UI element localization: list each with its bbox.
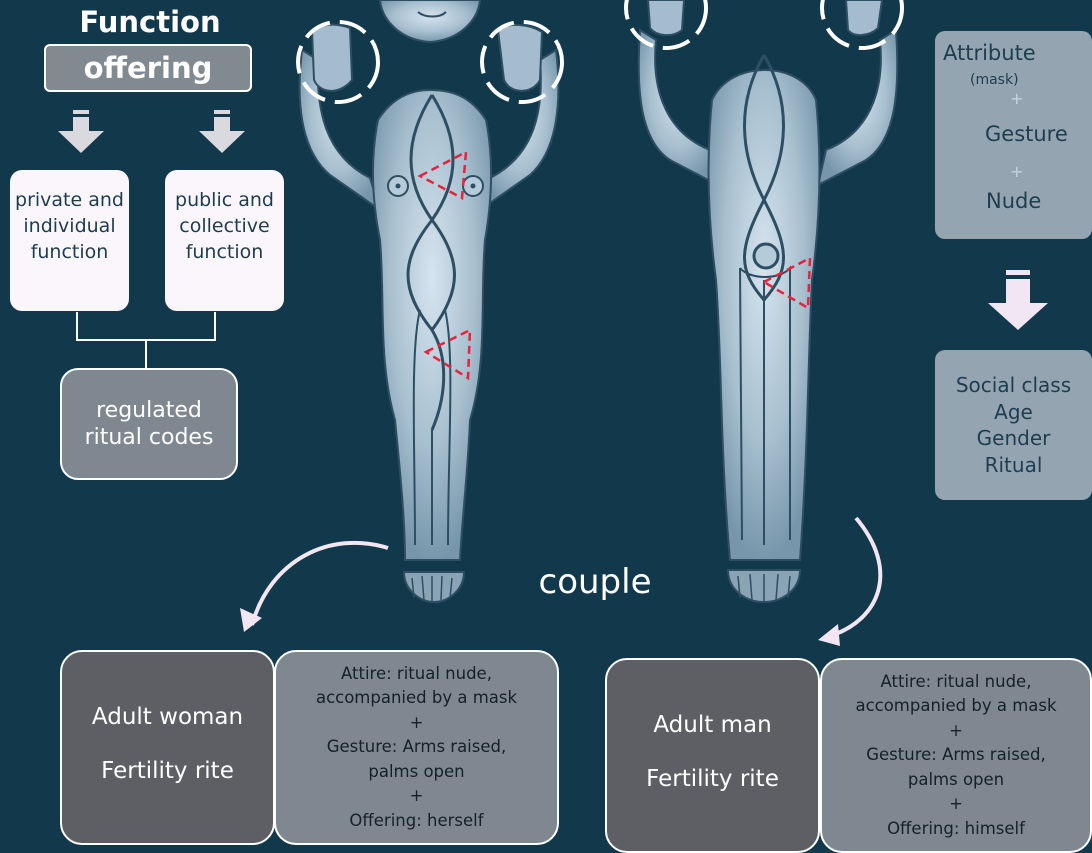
- woman-title: Adult woman: [62, 704, 273, 730]
- female-figure: [298, 0, 562, 602]
- legend-panel: Attribute (mask) + Gesture + Nude: [935, 31, 1092, 239]
- down-arrow-right-icon: [199, 110, 245, 153]
- man-desc-line: +: [855, 719, 1056, 744]
- legend-nude: Nude: [986, 189, 1041, 213]
- man-desc-line: Gesture: Arms raised,: [855, 743, 1056, 768]
- public-function-text: public and collective function: [165, 187, 284, 265]
- woman-desc-line: Offering: herself: [316, 809, 517, 834]
- woman-desc-line: accompanied by a mask: [316, 686, 517, 711]
- bracket-connector: [77, 312, 215, 368]
- legend-mask: (mask): [970, 72, 1019, 88]
- curved-arrow-right-icon: [818, 518, 880, 646]
- curved-arrow-left-icon: [240, 543, 388, 632]
- woman-desc-line: palms open: [316, 760, 517, 785]
- woman-desc-line: Gesture: Arms raised,: [316, 735, 517, 760]
- offering-label: offering: [44, 44, 252, 92]
- social-line-gender: Gender: [956, 425, 1071, 452]
- legend-plus-1: +: [1010, 89, 1023, 108]
- down-arrow-left-icon: [58, 110, 104, 153]
- private-function-box: private and individual function: [10, 170, 129, 311]
- man-rite: Fertility rite: [607, 766, 818, 792]
- regulated-ritual-codes-text: regulated ritual codes: [80, 397, 218, 451]
- male-figure: [626, 0, 902, 602]
- legend-plus-2: +: [1010, 162, 1023, 181]
- public-function-box: public and collective function: [165, 170, 284, 311]
- woman-box: Adult woman Fertility rite: [60, 650, 275, 845]
- man-description-box: Attire: ritual nude, accompanied by a ma…: [820, 658, 1092, 853]
- man-desc-line: Attire: ritual nude,: [855, 670, 1056, 695]
- man-box: Adult man Fertility rite: [605, 658, 820, 853]
- social-box: Social class Age Gender Ritual: [935, 350, 1092, 500]
- private-function-text: private and individual function: [10, 187, 129, 265]
- woman-desc-line: +: [316, 784, 517, 809]
- man-desc-line: +: [855, 792, 1056, 817]
- down-arrow-legend-icon: [988, 270, 1048, 330]
- social-line-social-class: Social class: [956, 372, 1071, 399]
- function-title: Function: [40, 4, 260, 40]
- regulated-ritual-codes-box: regulated ritual codes: [60, 368, 238, 480]
- man-desc-line: palms open: [855, 768, 1056, 793]
- man-desc-line: accompanied by a mask: [855, 694, 1056, 719]
- legend-gesture: Gesture: [985, 122, 1068, 146]
- woman-desc-line: +: [316, 711, 517, 736]
- woman-desc-line: Attire: ritual nude,: [316, 662, 517, 687]
- social-line-age: Age: [956, 399, 1071, 426]
- legend-attribute: Attribute: [943, 41, 1036, 65]
- social-line-ritual: Ritual: [956, 452, 1071, 479]
- man-title: Adult man: [607, 712, 818, 738]
- couple-label: couple: [520, 562, 670, 602]
- woman-description-box: Attire: ritual nude, accompanied by a ma…: [274, 650, 559, 845]
- man-desc-line: Offering: himself: [855, 817, 1056, 842]
- woman-rite: Fertility rite: [62, 758, 273, 784]
